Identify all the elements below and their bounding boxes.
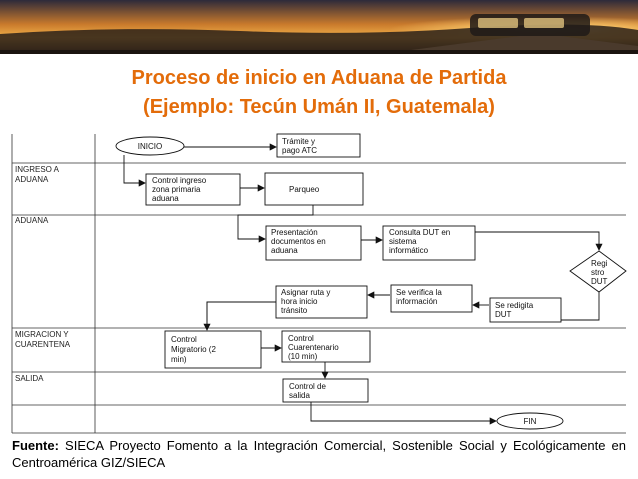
- svg-text:min): min): [171, 355, 187, 364]
- node-tramite-pago-atc: Trámite y pago ATC: [276, 133, 361, 158]
- svg-text:salida: salida: [289, 391, 310, 400]
- svg-text:Presentación: Presentación: [271, 228, 318, 237]
- svg-text:información: información: [396, 297, 437, 306]
- source-text: SIECA Proyecto Fomento a la Integración …: [12, 438, 626, 470]
- svg-text:informático: informático: [389, 246, 429, 255]
- svg-text:sistema: sistema: [389, 237, 417, 246]
- svg-text:ADUANA: ADUANA: [15, 216, 49, 225]
- svg-text:Se redigita: Se redigita: [495, 301, 534, 310]
- svg-text:Consulta DUT en: Consulta DUT en: [389, 228, 450, 237]
- node-asignar-ruta: Asignar ruta y hora inicio tránsito: [275, 285, 368, 319]
- swimlane-grid: [11, 134, 626, 434]
- svg-text:Regi: Regi: [591, 259, 608, 268]
- node-control-migratorio: Control Migratorio (2 min): [164, 330, 262, 369]
- svg-text:documentos en: documentos en: [271, 237, 326, 246]
- svg-text:aduana: aduana: [152, 194, 179, 203]
- title-line-2: (Ejemplo: Tecún Umán II, Guatemala): [143, 96, 495, 118]
- svg-text:DUT: DUT: [495, 310, 512, 319]
- svg-text:(10 min): (10 min): [288, 352, 318, 361]
- node-consulta-dut: Consulta DUT en sistema informático: [382, 225, 476, 261]
- header-banner-image: [0, 0, 638, 54]
- svg-text:DUT: DUT: [591, 277, 608, 286]
- svg-text:zona primaria: zona primaria: [152, 185, 201, 194]
- node-control-salida: Control de salida: [282, 378, 369, 403]
- svg-text:stro: stro: [591, 268, 605, 277]
- title-line-1: Proceso de inicio en Aduana de Partida: [131, 67, 507, 89]
- svg-text:Se verifica la: Se verifica la: [396, 288, 442, 297]
- node-presentacion-documentos: Presentación documentos en aduana: [265, 225, 362, 261]
- svg-text:SALIDA: SALIDA: [15, 374, 44, 383]
- node-control-cuarentenario: Control Cuarentenario (10 min): [281, 330, 371, 363]
- svg-text:Control: Control: [288, 334, 314, 343]
- sunset-road-photo: [0, 0, 638, 54]
- lane-label-migracion: MIGRACION Y CUARENTENA: [15, 330, 71, 349]
- svg-text:FIN: FIN: [524, 417, 537, 426]
- page-title: Proceso de inicio en Aduana de Partida (…: [0, 64, 638, 122]
- node-se-redigita: Se redigita DUT: [489, 297, 562, 323]
- svg-text:Control de: Control de: [289, 382, 326, 391]
- svg-text:pago ATC: pago ATC: [282, 146, 317, 155]
- node-parqueo: Parqueo: [264, 172, 364, 206]
- svg-text:Asignar ruta y: Asignar ruta y: [281, 288, 330, 297]
- lane-label-salida: SALIDA: [15, 374, 44, 383]
- svg-text:Control: Control: [171, 335, 197, 344]
- flow-connectors: [123, 143, 603, 425]
- svg-text:ADUANA: ADUANA: [15, 175, 49, 184]
- source-label: Fuente:: [12, 438, 59, 453]
- svg-text:hora inicio: hora inicio: [281, 297, 318, 306]
- lane-label-aduana: ADUANA: [15, 216, 49, 225]
- svg-text:tránsito: tránsito: [281, 306, 308, 315]
- node-inicio: INICIO: [115, 136, 185, 156]
- svg-text:Cuarentenario: Cuarentenario: [288, 343, 339, 352]
- svg-text:Control ingreso: Control ingreso: [152, 176, 207, 185]
- node-fin: FIN: [496, 412, 564, 430]
- source-caption: Fuente: SIECA Proyecto Fomento a la Inte…: [12, 437, 626, 471]
- svg-text:MIGRACION Y: MIGRACION Y: [15, 330, 69, 339]
- svg-text:Parqueo: Parqueo: [289, 185, 320, 194]
- node-registro-dut-decision: Regi stro DUT: [569, 250, 627, 293]
- svg-text:INICIO: INICIO: [138, 142, 162, 151]
- svg-text:CUARENTENA: CUARENTENA: [15, 340, 71, 349]
- svg-text:INGRESO A: INGRESO A: [15, 165, 60, 174]
- svg-text:Trámite y: Trámite y: [282, 137, 315, 146]
- node-control-ingreso: Control ingreso zona primaria aduana: [145, 173, 241, 206]
- lane-label-ingreso: INGRESO A ADUANA: [15, 165, 60, 184]
- node-se-verifica: Se verifica la información: [390, 284, 473, 313]
- svg-text:Migratorio (2: Migratorio (2: [171, 345, 216, 354]
- svg-text:aduana: aduana: [271, 246, 298, 255]
